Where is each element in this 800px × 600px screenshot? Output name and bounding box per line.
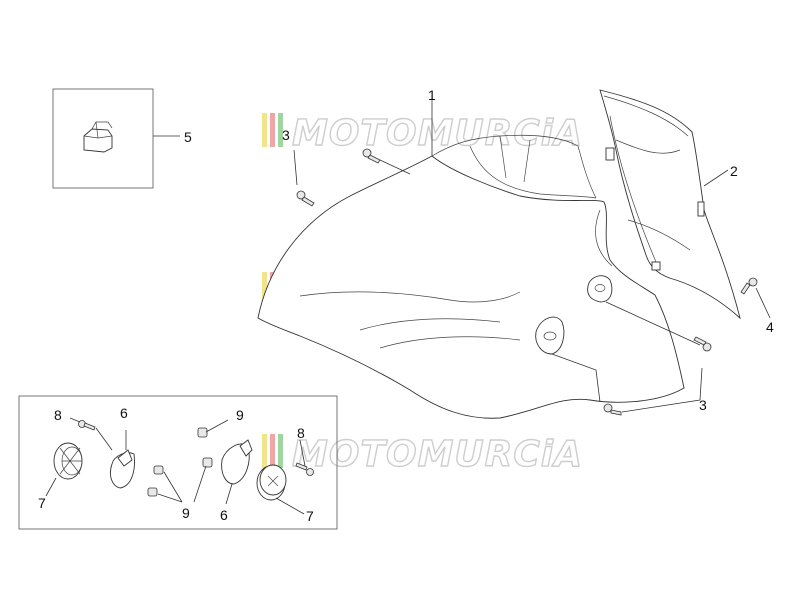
part-5-clip-box — [52, 88, 180, 189]
callout-7-right: 7 — [306, 508, 314, 524]
callout-8-left: 8 — [54, 407, 62, 423]
callout-3-bottom: 3 — [699, 397, 707, 413]
watermark-text: MOTOMURCiA — [292, 113, 583, 154]
watermark-top: MOTOMURCiA — [262, 112, 583, 155]
callout-4: 4 — [766, 319, 774, 335]
callout-9-bottom: 9 — [182, 505, 190, 521]
callout-7-left: 7 — [38, 495, 46, 511]
callout-2: 2 — [730, 163, 738, 179]
callout-9-top: 9 — [236, 407, 244, 423]
part-4-screw — [740, 277, 771, 319]
watermark-text: MOTOMURCiA — [292, 434, 583, 475]
lamp-assembly-box — [18, 395, 338, 530]
callout-1: 1 — [428, 87, 436, 103]
callout-3-top: 3 — [282, 127, 290, 143]
callout-8-right: 8 — [297, 425, 305, 441]
part-2-windscreen — [599, 89, 741, 320]
callout-6-right: 6 — [220, 507, 228, 523]
callout-5: 5 — [184, 129, 192, 145]
part-3-screws — [293, 148, 712, 416]
callout-6-left: 6 — [120, 405, 128, 421]
part-1-front-shield — [257, 96, 685, 419]
watermark-bottom: MOTOMURCiA — [262, 433, 583, 476]
